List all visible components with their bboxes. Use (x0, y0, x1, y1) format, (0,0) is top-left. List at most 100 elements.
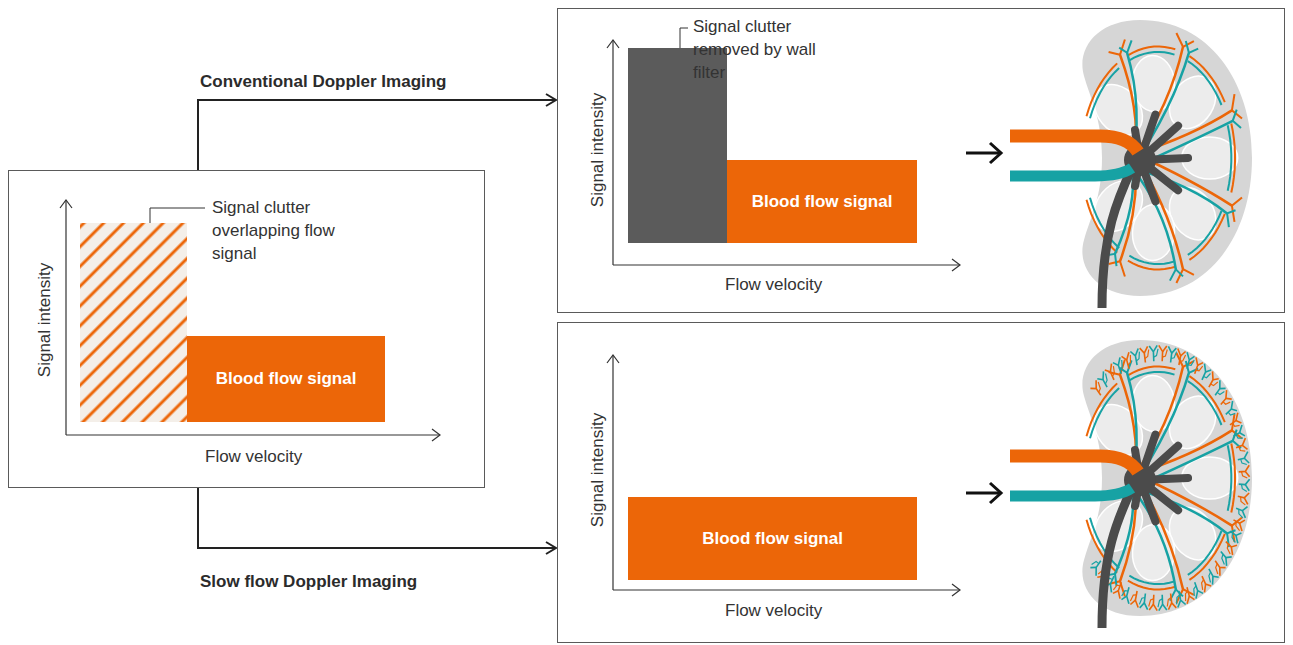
vein-branch (1186, 41, 1198, 53)
microvessel (1230, 413, 1238, 425)
microvessel (1149, 604, 1153, 610)
microvessel (1130, 600, 1135, 604)
microvessel (1159, 604, 1163, 610)
microvessel (1153, 595, 1157, 611)
axis-arrow (607, 40, 619, 48)
connector-label: Slow flow Doppler Imaging (198, 572, 419, 592)
y-axis (65, 200, 66, 435)
microvessel (1171, 594, 1177, 608)
arrow-head (546, 94, 556, 106)
axes (60, 40, 960, 596)
connector-line (198, 488, 556, 548)
x-axis (66, 434, 440, 435)
microvessel (1113, 585, 1120, 590)
microvessel (1194, 586, 1196, 596)
vein-branch (1119, 40, 1131, 53)
result-arrow (966, 152, 1000, 155)
microvessel (1241, 497, 1246, 505)
microvessel (1113, 363, 1121, 374)
microvessel (1136, 352, 1139, 362)
microvessel (1241, 459, 1247, 464)
axis-arrow (60, 200, 72, 208)
artery-branch (1232, 198, 1242, 222)
renal-vein (1010, 488, 1132, 496)
microvessel (1244, 498, 1248, 505)
axis-arrow (952, 584, 960, 596)
arcuate-vein (1188, 211, 1222, 255)
microvessel (1236, 435, 1243, 439)
bar-label: Blood flow signal (752, 191, 893, 213)
microvessel (1222, 554, 1225, 564)
microvessel (1238, 493, 1249, 498)
arcuate-vein (1188, 531, 1222, 575)
vein-branch (1233, 110, 1241, 129)
microvessel (1127, 352, 1129, 360)
microvessel (1236, 521, 1240, 530)
microvessel (1223, 402, 1230, 405)
microvessel (1231, 409, 1237, 411)
microvessel (1216, 564, 1218, 574)
renal-vein (1010, 168, 1132, 176)
bar-label: Blood flow signal (216, 368, 357, 390)
microvessel (1118, 582, 1121, 599)
microvessel (1122, 591, 1128, 596)
microvessel (1102, 371, 1104, 379)
kidney-conventional (1010, 20, 1252, 308)
microvessel (1090, 567, 1096, 569)
leader-line (680, 28, 688, 48)
x-axis (613, 589, 960, 590)
microvessel (1195, 582, 1203, 593)
microvessel (1098, 382, 1100, 392)
microvessel (1189, 356, 1194, 360)
microvessel (1196, 591, 1198, 599)
axis-arrow (432, 429, 440, 441)
microvessel (1234, 520, 1245, 523)
microvessel (1238, 452, 1248, 460)
microvessel (1095, 380, 1097, 388)
arcuate-vein (1228, 125, 1232, 191)
arcuate-vein (1129, 256, 1174, 265)
x-axis (613, 264, 960, 265)
microvessel (1206, 370, 1212, 372)
microvessel (1239, 479, 1250, 484)
microvessel (1228, 412, 1235, 415)
microvessel (1154, 349, 1158, 357)
callout-label: Signal clutter removed by wall filter (693, 15, 821, 84)
axis-title-x: Flow velocity (725, 600, 822, 622)
microvessel (1092, 562, 1099, 565)
microvessel (1139, 598, 1145, 605)
microvessel (1204, 374, 1211, 378)
microvessel (1245, 485, 1249, 491)
microvessel (1135, 349, 1138, 356)
microvessel (1187, 596, 1189, 604)
microvessel (1196, 366, 1203, 371)
microvessel (1195, 357, 1198, 374)
microvessel (1135, 591, 1138, 608)
microvessel (1163, 346, 1167, 352)
result-arrows (966, 143, 1001, 503)
microvessel (1122, 596, 1127, 600)
microvessel (1162, 350, 1167, 358)
microvessel (1234, 425, 1243, 436)
connector-line (198, 100, 556, 170)
microvessel (1178, 349, 1181, 366)
arcuate-vein (1129, 576, 1174, 585)
microvessel (1213, 379, 1219, 380)
microvessel (1145, 350, 1149, 359)
microvessel (1236, 421, 1242, 423)
microvessel (1177, 595, 1180, 605)
arcuate-vein (1090, 388, 1119, 438)
arcuate-vein (1228, 445, 1232, 511)
microvessel (1153, 345, 1157, 351)
microvessel (1239, 509, 1243, 518)
microvessel (1162, 595, 1167, 610)
microvessel (1202, 580, 1204, 590)
axis-title-y: Signal intensity (587, 93, 609, 207)
microvessel (1242, 472, 1248, 478)
axis-title-x: Flow velocity (725, 274, 822, 296)
microvessel (1159, 345, 1163, 361)
chart-panel: Signal intensityFlow velocityBlood flow … (8, 170, 485, 488)
connector (198, 94, 556, 170)
connector-label: Conventional Doppler Imaging (198, 72, 449, 92)
microvessel (1105, 374, 1107, 384)
